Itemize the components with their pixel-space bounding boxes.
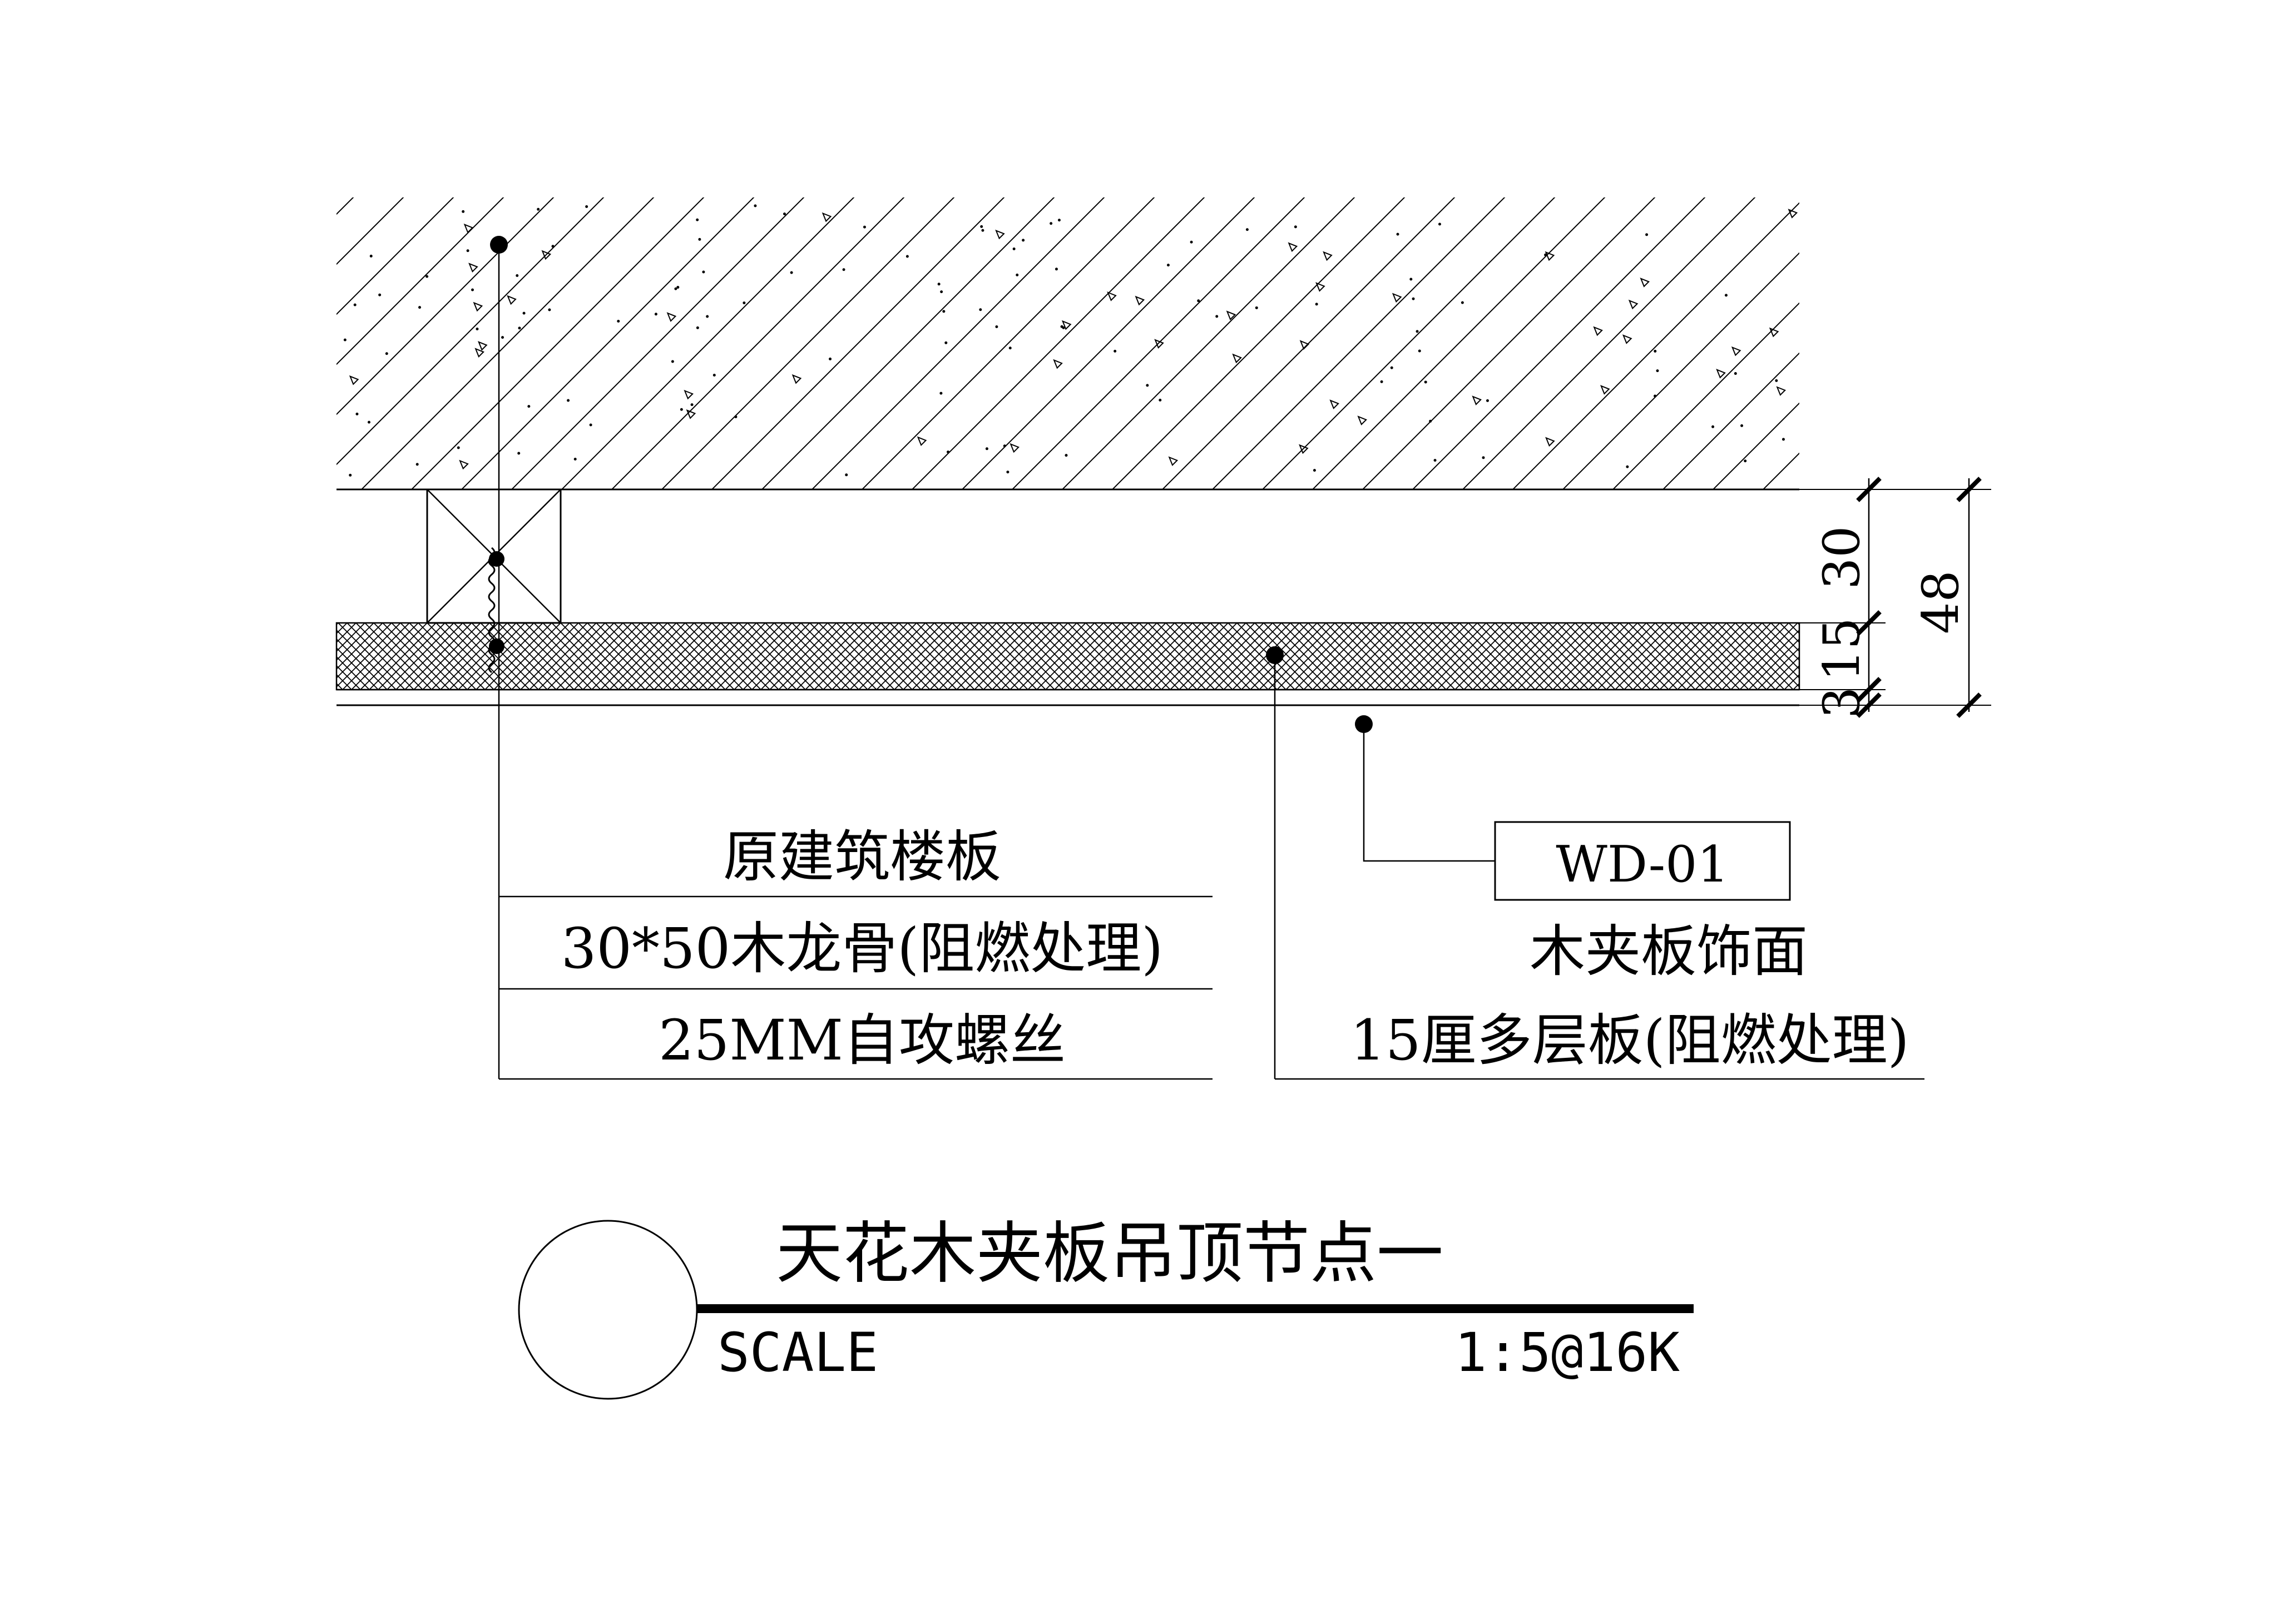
label-screw: 25MM自攻螺丝 (659, 1008, 1066, 1073)
scale-label: SCALE (718, 1321, 878, 1384)
title-block: 天花木夹板吊顶节点一 SCALE 1:5@16K (518, 1215, 1694, 1400)
finish-tag-box (1494, 821, 1791, 901)
detail-circle (518, 1220, 698, 1400)
screw (488, 547, 504, 674)
label-slab: 原建筑楼板 (723, 824, 1001, 889)
dim-30: 30 (1813, 526, 1871, 590)
dimension-chain: 30 15 3 48 (1799, 477, 1991, 719)
plywood-board (335, 622, 1800, 691)
detail-title: 天花木夹板吊顶节点一 (776, 1215, 1443, 1293)
concrete-slab (337, 197, 1799, 491)
label-veneer: 木夹板饰面 (1530, 919, 1808, 984)
leader-plywood (1266, 646, 1924, 1080)
leader-left (490, 236, 1213, 1080)
finish-tag: WD-01 (1556, 835, 1729, 894)
dim-3: 3 (1813, 687, 1871, 719)
dim-15: 15 (1813, 617, 1871, 681)
left-labels: 原建筑楼板 30*50木龙骨(阻燃处理) 25MM自攻螺丝 (561, 824, 1164, 1073)
dim-48: 48 (1912, 570, 1970, 634)
right-labels: 木夹板饰面 15厘多层板(阻燃处理) (1350, 919, 1909, 1073)
scale-value: 1:5@16K (1454, 1321, 1680, 1384)
label-plywood: 15厘多层板(阻燃处理) (1350, 1008, 1909, 1073)
concrete-speckles (343, 204, 1798, 477)
veneer-finish (337, 689, 1799, 706)
label-joist: 30*50木龙骨(阻燃处理) (561, 916, 1164, 981)
leader-finish: WD-01 (1355, 715, 1791, 901)
